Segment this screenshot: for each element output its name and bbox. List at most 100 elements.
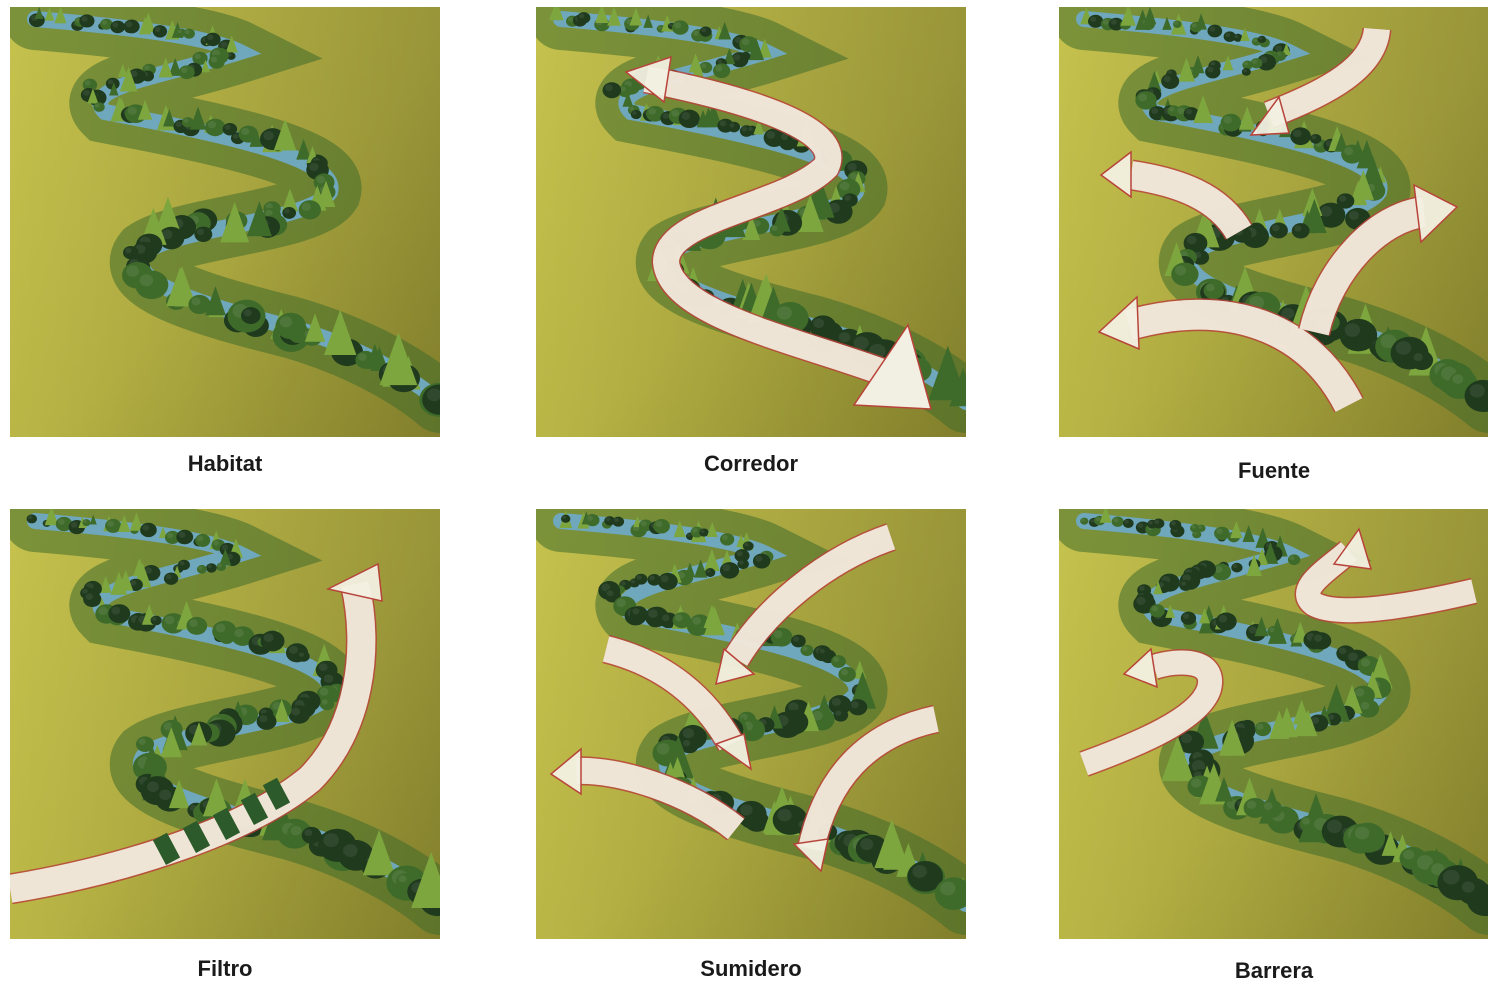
habitat-illustration: [10, 7, 440, 437]
tree: [612, 517, 624, 527]
tree: [1214, 527, 1229, 540]
tree: [577, 12, 590, 23]
tree-highlight: [774, 630, 783, 638]
tree-highlight: [1206, 284, 1214, 291]
tree-highlight: [715, 65, 722, 71]
tree-highlight: [813, 318, 824, 328]
caption-barrera: Barrera: [1059, 958, 1488, 984]
tree-highlight: [207, 564, 211, 568]
tree-highlight: [587, 516, 593, 521]
tree-highlight: [606, 517, 610, 521]
tree-highlight: [1470, 384, 1485, 398]
tree: [241, 307, 261, 324]
tree-highlight: [840, 182, 850, 191]
tree: [1290, 127, 1311, 145]
tree: [302, 827, 322, 844]
tree-highlight: [1345, 323, 1360, 337]
tree-highlight: [1339, 195, 1346, 201]
tree-highlight: [658, 26, 662, 29]
tree-highlight: [1269, 627, 1274, 632]
tree: [140, 523, 157, 537]
tree: [658, 573, 678, 590]
tree-highlight: [1252, 60, 1257, 64]
tree-highlight: [207, 34, 213, 40]
tree-highlight: [1187, 236, 1197, 245]
tree: [1112, 517, 1124, 527]
tree-highlight: [1443, 870, 1460, 885]
tree-highlight: [772, 226, 778, 231]
caption-corredor: Corredor: [536, 451, 966, 477]
tree: [79, 14, 94, 27]
tree-highlight: [701, 530, 705, 533]
tree-highlight: [1124, 520, 1128, 524]
tree: [223, 123, 237, 136]
tree-highlight: [636, 575, 641, 580]
tree-highlight: [847, 163, 856, 171]
tree: [831, 655, 846, 668]
tree-highlight: [674, 22, 681, 28]
tree: [737, 559, 749, 569]
tree-highlight: [323, 833, 339, 847]
tree-highlight: [682, 112, 691, 120]
tree: [838, 667, 855, 682]
tree-highlight: [322, 699, 328, 704]
tree-highlight: [1249, 626, 1257, 633]
tree: [1410, 350, 1433, 370]
tree: [1261, 800, 1282, 818]
tree-highlight: [683, 728, 694, 738]
tree: [800, 645, 813, 656]
tree-highlight: [1175, 266, 1186, 276]
tree: [183, 29, 195, 39]
tree-highlight: [185, 30, 190, 34]
tree-highlight: [1462, 881, 1475, 892]
tree-highlight: [85, 80, 91, 85]
tree-highlight: [1198, 526, 1201, 529]
tree: [93, 102, 104, 112]
tree-highlight: [1216, 528, 1222, 534]
tree-highlight: [155, 27, 161, 32]
tree-highlight: [211, 57, 218, 63]
tree-highlight: [1152, 606, 1158, 612]
tree: [630, 606, 648, 621]
tree-highlight: [706, 569, 710, 573]
tree-highlight: [663, 113, 670, 119]
tree: [818, 648, 830, 659]
tree-highlight: [317, 176, 326, 184]
tree-highlight: [280, 316, 292, 327]
tree-highlight: [84, 520, 87, 523]
panel-fuente: [1059, 7, 1488, 437]
tree-highlight: [102, 20, 107, 25]
caption-filtro: Filtro: [10, 956, 440, 982]
tree-highlight: [1138, 94, 1147, 102]
tree-highlight: [144, 65, 149, 70]
tree-highlight: [233, 134, 239, 139]
tree-highlight: [176, 122, 182, 128]
caption-sumidero: Sumidero: [536, 956, 966, 982]
tree-highlight: [1225, 33, 1230, 37]
tree: [1288, 554, 1300, 565]
tree: [720, 562, 739, 579]
tree-highlight: [1244, 62, 1248, 66]
tree-highlight: [748, 127, 753, 131]
panel-barrera: [1059, 509, 1488, 939]
tree-highlight: [111, 607, 120, 615]
tree-highlight: [1272, 225, 1280, 232]
tree-highlight: [1181, 734, 1192, 744]
tree: [585, 514, 599, 526]
tree-highlight: [58, 519, 65, 525]
tree: [1088, 15, 1103, 28]
tree: [1255, 722, 1272, 736]
tree-highlight: [166, 574, 172, 579]
tree: [1161, 73, 1179, 89]
tree-highlight: [142, 525, 149, 531]
tree-highlight: [181, 67, 188, 73]
tree-highlight: [1233, 564, 1238, 568]
tree: [1350, 823, 1385, 853]
tree-highlight: [740, 804, 753, 815]
tree: [679, 110, 700, 128]
tree-highlight: [159, 790, 171, 801]
tree-highlight: [844, 195, 850, 201]
tree-highlight: [1452, 374, 1463, 384]
tree-highlight: [304, 829, 312, 836]
tree-highlight: [1275, 45, 1282, 51]
